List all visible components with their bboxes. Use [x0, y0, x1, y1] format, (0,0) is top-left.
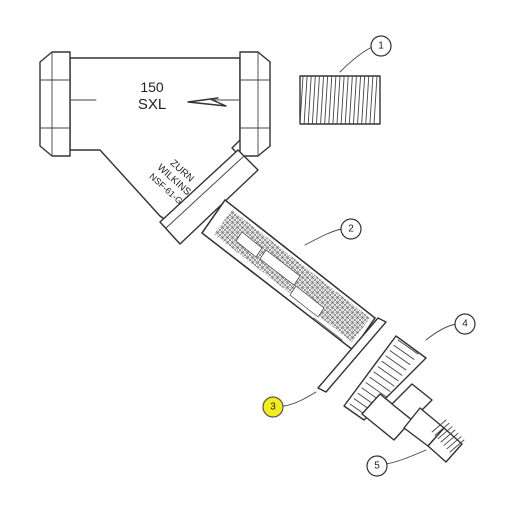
- thread-line: [434, 422, 450, 436]
- branch-collar: [159, 149, 259, 245]
- thread-line: [385, 355, 407, 371]
- thread-line: [357, 75, 362, 125]
- callout-leaders: [283, 46, 457, 465]
- thread-line: [352, 75, 357, 125]
- thread-line: [449, 439, 465, 453]
- thread-line: [365, 382, 387, 398]
- thread-line: [315, 75, 320, 125]
- flow-arrow-icon: [187, 97, 227, 107]
- thread-line: [328, 75, 333, 125]
- callout-number-4: 4: [462, 319, 468, 330]
- plug-part: [299, 75, 381, 125]
- screen-part: [201, 198, 376, 352]
- thread-line: [340, 75, 345, 125]
- cap-part: [343, 335, 433, 441]
- thread-line: [311, 75, 316, 125]
- thread-line: [336, 75, 341, 125]
- callout-number-2: 2: [348, 224, 354, 235]
- thread-line: [344, 75, 349, 125]
- thread-line: [373, 75, 378, 125]
- callout-3[interactable]: 3: [262, 396, 284, 418]
- callout-number-1: 1: [378, 41, 384, 52]
- thread-line: [389, 350, 411, 366]
- model-text: SXL: [138, 96, 166, 113]
- thread-line: [437, 426, 453, 440]
- callout-5[interactable]: 5: [366, 455, 388, 477]
- thread-line: [373, 371, 395, 387]
- thread-line: [446, 436, 462, 450]
- thread-line: [369, 376, 391, 392]
- thread-line: [361, 75, 366, 125]
- thread-line: [393, 344, 415, 360]
- thread-line: [443, 432, 459, 446]
- thread-line: [377, 366, 399, 382]
- thread-line: [440, 429, 456, 443]
- callout-1[interactable]: 1: [370, 35, 392, 57]
- thread-line: [431, 419, 447, 433]
- thread-line: [307, 75, 312, 125]
- cap-threads: [349, 339, 419, 419]
- pressure-rating-text: 150: [140, 79, 164, 95]
- callout-number-3: 3: [270, 402, 276, 413]
- callout-number-5: 5: [374, 461, 380, 472]
- thread-line: [365, 75, 370, 125]
- thread-line: [348, 75, 353, 125]
- thread-line: [324, 75, 329, 125]
- drain-plug-part: [403, 407, 465, 463]
- thread-line: [369, 75, 374, 125]
- callout-2[interactable]: 2: [340, 218, 362, 240]
- thread-line: [332, 75, 337, 125]
- thread-line: [381, 360, 403, 376]
- thread-line: [397, 339, 419, 355]
- left-hex-end: [39, 51, 71, 157]
- drain-threads: [431, 419, 465, 453]
- valve-body: 150 SXL ZURN WILKINS NSF-61-G: [39, 51, 271, 245]
- thread-line: [299, 75, 304, 125]
- gasket-part: [317, 317, 387, 393]
- plug-threads: [299, 75, 378, 125]
- thread-line: [320, 75, 325, 125]
- callout-4[interactable]: 4: [454, 313, 476, 335]
- right-hex-end: [239, 51, 271, 157]
- thread-line: [303, 75, 308, 125]
